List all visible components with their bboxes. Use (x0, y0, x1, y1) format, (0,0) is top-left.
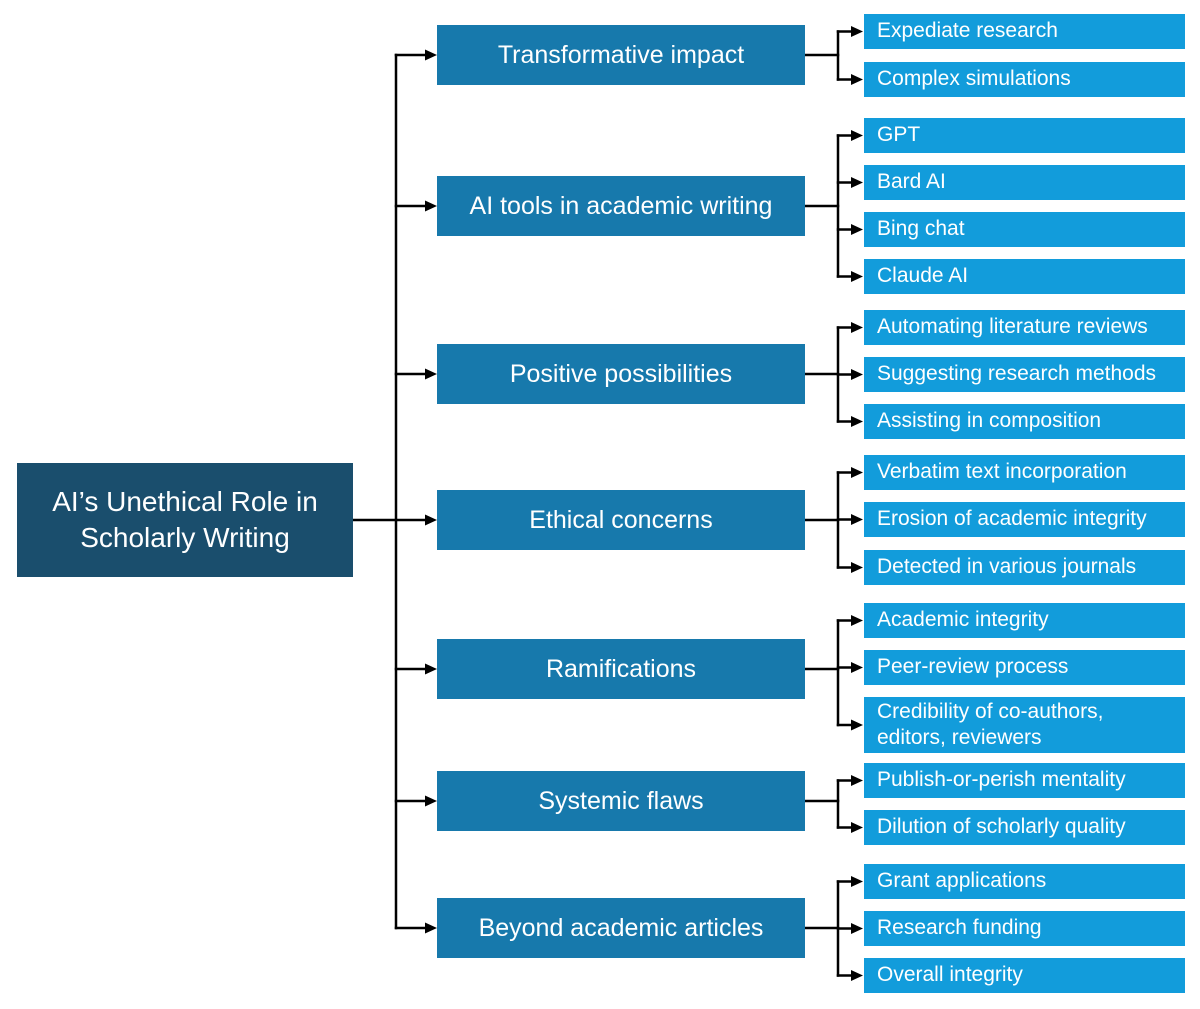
arrowhead-icon (851, 369, 863, 380)
arrowhead-icon (851, 822, 863, 833)
arrowhead-icon (425, 514, 437, 526)
leaf-node: GPT (864, 118, 1185, 153)
arrowhead-icon (851, 876, 863, 887)
root-node: AI’s Unethical Role in Scholarly Writing (17, 463, 353, 577)
leaf-node: Complex simulations (864, 62, 1185, 97)
leaf-node: Bard AI (864, 165, 1185, 200)
leaf-node: Peer-review process (864, 650, 1185, 685)
leaf-node: Dilution of scholarly quality (864, 810, 1185, 845)
arrowhead-icon (851, 775, 863, 786)
branch-node: Positive possibilities (437, 344, 805, 404)
arrowhead-icon (851, 662, 863, 673)
arrowhead-icon (425, 49, 437, 61)
arrowhead-icon (425, 795, 437, 807)
arrowhead-icon (851, 970, 863, 981)
branch-node: Ramifications (437, 639, 805, 699)
leaf-node: Suggesting research methods (864, 357, 1185, 392)
leaf-node: Claude AI (864, 259, 1185, 294)
leaf-node: Verbatim text incorporation (864, 455, 1185, 490)
arrowhead-icon (425, 922, 437, 934)
leaf-node: Overall integrity (864, 958, 1185, 993)
leaf-node: Expediate research (864, 14, 1185, 49)
arrowhead-icon (425, 663, 437, 675)
arrowhead-icon (851, 26, 863, 37)
branch-node: AI tools in academic writing (437, 176, 805, 236)
arrowhead-icon (851, 719, 863, 731)
leaf-node: Publish-or-perish mentality (864, 763, 1185, 798)
arrowhead-icon (851, 322, 863, 333)
arrowhead-icon (851, 130, 863, 141)
arrowhead-icon (851, 271, 863, 282)
leaf-node: Credibility of co-authors, editors, revi… (864, 697, 1185, 753)
arrowhead-icon (851, 514, 863, 525)
leaf-node: Assisting in composition (864, 404, 1185, 439)
arrowhead-icon (425, 200, 437, 212)
arrowhead-icon (425, 368, 437, 380)
leaf-node: Detected in various journals (864, 550, 1185, 585)
arrowhead-icon (851, 923, 863, 934)
arrowhead-icon (851, 74, 863, 85)
branch-node: Beyond academic articles (437, 898, 805, 958)
branch-node: Systemic flaws (437, 771, 805, 831)
arrowhead-icon (851, 416, 863, 427)
arrowhead-icon (851, 224, 863, 235)
arrowhead-icon (851, 177, 863, 188)
leaf-node: Academic integrity (864, 603, 1185, 638)
arrowhead-icon (851, 615, 863, 626)
arrowhead-icon (851, 562, 863, 573)
leaf-node: Automating literature reviews (864, 310, 1185, 345)
leaf-node: Bing chat (864, 212, 1185, 247)
leaf-node: Erosion of academic integrity (864, 502, 1185, 537)
arrowhead-icon (851, 467, 863, 478)
branch-node: Transformative impact (437, 25, 805, 85)
leaf-node: Grant applications (864, 864, 1185, 899)
branch-node: Ethical concerns (437, 490, 805, 550)
leaf-node: Research funding (864, 911, 1185, 946)
